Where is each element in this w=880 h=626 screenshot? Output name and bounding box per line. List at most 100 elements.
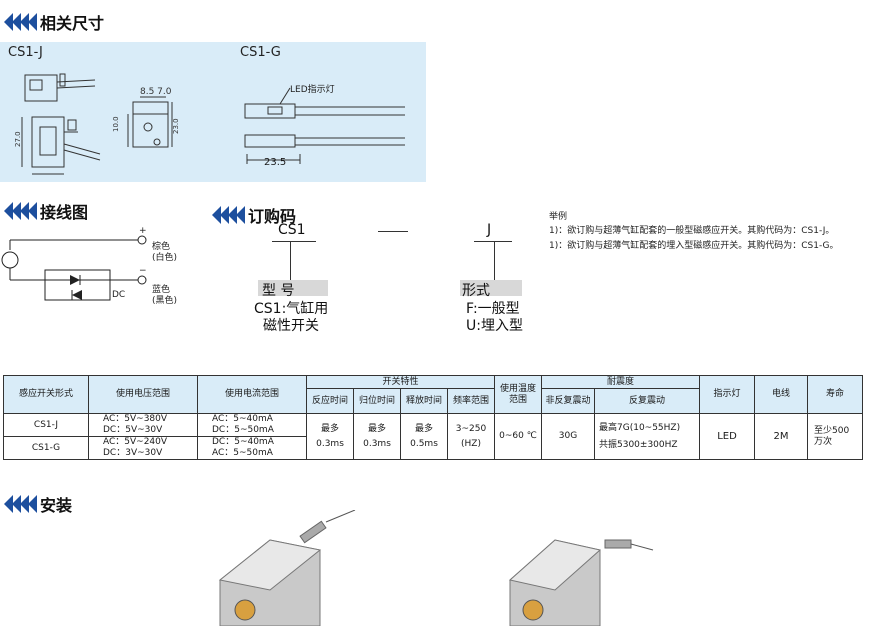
th-frequency: 频率范围 <box>447 388 495 414</box>
repeated-b: 共振5300±300HZ <box>599 439 678 450</box>
cell-wire: 2M <box>754 413 808 460</box>
install-title: 安装 <box>40 496 73 515</box>
model-j-label: CS1-J <box>8 45 43 60</box>
life-b: 万次 <box>814 436 833 447</box>
voltage-line-2: DC：5V~30V <box>103 425 163 435</box>
svg-text:10.0: 10.0 <box>112 116 120 132</box>
model-desc-1: CS1:气缸用 <box>254 301 329 317</box>
cell-current: DC：5~40mA AC：5~50mA <box>197 436 307 460</box>
th-switch: 开关特性 <box>306 375 495 389</box>
th-return: 归位时间 <box>353 388 401 414</box>
wire-blue-alt: (黑色) <box>152 296 178 306</box>
cell-repeated: 最高7G(10~55HZ) 共振5300±300HZ <box>594 413 700 460</box>
th-nonrepeated: 非反复震动 <box>541 388 595 414</box>
model-desc-2: 磁性开关 <box>263 318 319 334</box>
frequency-b: (HZ) <box>461 438 481 449</box>
model-g-label: CS1-G <box>240 45 281 60</box>
leader-1 <box>290 242 291 280</box>
th-temp: 使用温度范围 <box>494 375 542 414</box>
th-release: 释放时间 <box>400 388 448 414</box>
section-title-dimensions: 相关尺寸 <box>4 10 104 34</box>
cell-led: LED <box>699 413 755 460</box>
form-desc-2: U:埋入型 <box>466 318 523 334</box>
current-line-2: AC：5~50mA <box>212 448 273 458</box>
cell-type: CS1-G <box>3 436 89 460</box>
th-type: 感应开关形式 <box>3 375 89 414</box>
return-a: 最多 <box>367 423 386 434</box>
underline-1 <box>272 241 316 242</box>
dc-label: DC <box>112 290 126 300</box>
wiring-title: 接线图 <box>40 203 89 222</box>
order-code-part1: CS1 <box>278 222 306 238</box>
cell-response: 最多 0.3ms <box>306 413 354 460</box>
model-header: 型 号 <box>262 283 295 299</box>
th-current: 使用电流范围 <box>197 375 307 414</box>
life-a: 至少500 <box>814 425 850 436</box>
svg-text:8.5 7.0: 8.5 7.0 <box>140 87 172 97</box>
th-voltage: 使用电压范围 <box>88 375 198 414</box>
dim-23-5: 23.5 <box>264 157 287 168</box>
release-a: 最多 <box>414 423 433 434</box>
svg-text:23.0: 23.0 <box>172 118 180 134</box>
th-vib: 耐震度 <box>541 375 700 389</box>
dimension-drawings: 8.5 7.0 10.0 23.0 27.0 <box>14 73 405 175</box>
chevron-icon <box>4 13 37 31</box>
model-header-box <box>258 280 328 296</box>
cell-frequency: 3~250 (HZ) <box>447 413 495 460</box>
dimensions-panel <box>0 42 426 182</box>
response-b: 0.3ms <box>316 438 344 449</box>
order-code-part2: J <box>487 222 492 238</box>
table-row: CS1-G AC：5V~240V DC：3V~30V DC：5~40mA AC：… <box>3 436 863 460</box>
wiring-diagram <box>1 235 147 301</box>
frequency-a: 3~250 <box>455 423 487 434</box>
th-repeated: 反复震动 <box>594 388 700 414</box>
minus-sign: − <box>139 266 147 276</box>
cell-temp: 0~60 ℃ <box>494 413 542 460</box>
chevron-icon <box>4 202 37 220</box>
cell-release: 最多 0.5ms <box>400 413 448 460</box>
current-line-1: DC：5~40mA <box>212 437 274 447</box>
section-title-order: 订购码 <box>212 203 296 227</box>
example-title: 举例 <box>549 212 568 222</box>
wire-brown-alt: (白色) <box>152 253 178 263</box>
repeated-a: 最高7G(10~55HZ) <box>599 422 681 433</box>
wire-blue: 蓝色 <box>152 285 171 295</box>
order-title: 订购码 <box>248 207 297 226</box>
form-header: 形式 <box>462 283 490 299</box>
leader-2 <box>494 242 495 280</box>
cell-nonrepeated: 30G <box>541 413 595 460</box>
th-response: 反应时间 <box>306 388 354 414</box>
cell-voltage: AC：5V~380V DC：5V~30V <box>88 413 198 437</box>
cylinder-image-2 <box>508 539 654 626</box>
response-a: 最多 <box>320 423 339 434</box>
th-wire: 电线 <box>754 375 808 414</box>
release-b: 0.5ms <box>410 438 438 449</box>
example-line-2: 1)：欲订购与超薄气缸配套的埋入型磁感应开关。其购代码为：CS1-G。 <box>549 241 839 251</box>
example-line-1: 1)：欲订购与超薄气缸配套的一般型磁感应开关。其购代码为：CS1-J。 <box>549 226 835 236</box>
cell-return: 最多 0.3ms <box>353 413 401 460</box>
dimensions-title: 相关尺寸 <box>40 14 105 33</box>
cylinder-image-1 <box>218 510 356 626</box>
form-desc-1: F:一般型 <box>466 301 520 317</box>
cell-current: AC：5~40mA DC：5~50mA <box>197 413 307 437</box>
form-header-box <box>460 280 522 296</box>
led-indicator-label: LED指示灯 <box>290 85 335 95</box>
underline-2 <box>474 241 512 242</box>
th-led: 指示灯 <box>699 375 755 414</box>
wire-brown: 棕色 <box>152 242 171 252</box>
cell-voltage: AC：5V~240V DC：3V~30V <box>88 436 198 460</box>
return-b: 0.3ms <box>363 438 391 449</box>
section-title-wiring: 接线图 <box>4 199 88 223</box>
svg-text:27.0: 27.0 <box>14 131 22 147</box>
plus-sign: + <box>139 226 147 236</box>
chevron-icon <box>212 206 245 224</box>
order-code-dash <box>378 231 408 232</box>
th-life: 寿命 <box>807 375 863 414</box>
voltage-line-1: AC：5V~240V <box>103 437 168 447</box>
voltage-line-2: DC：3V~30V <box>103 448 163 458</box>
voltage-line-1: AC：5V~380V <box>103 414 168 424</box>
cell-type: CS1-J <box>3 413 89 437</box>
chevron-icon <box>4 495 37 513</box>
section-title-install: 安装 <box>4 492 72 516</box>
